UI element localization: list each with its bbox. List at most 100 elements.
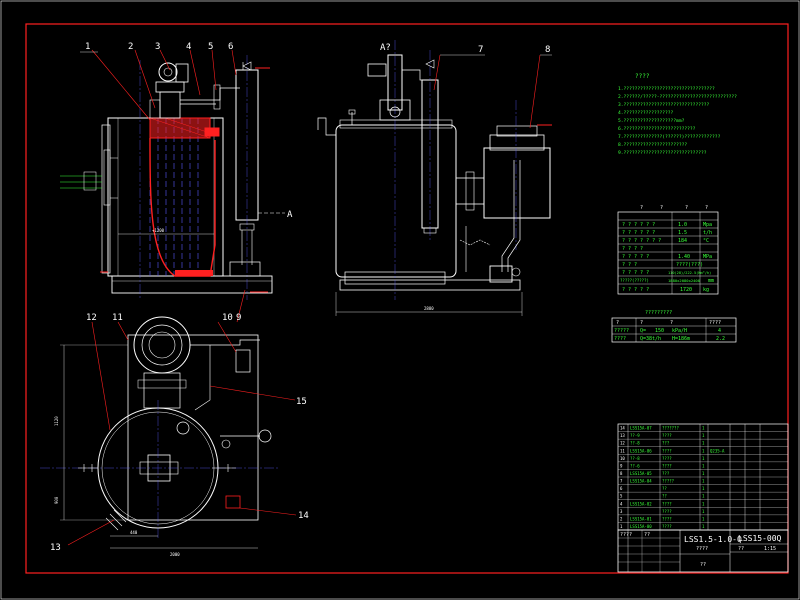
parts-cell: 1 [702,516,705,521]
parts-cell: LSS15A-01 [630,516,652,521]
parts-cell: ??-8 [630,456,640,461]
parts-cell: LSS15A-07 [630,426,652,431]
dim-440: 440 [130,530,138,535]
side-port-labels [60,171,102,191]
note-line-9: 9.?????????????????????????????? [618,150,707,156]
svg-text:????(???): ????(???) [676,262,703,268]
note-line-5: 5.???????????????????mm? [618,118,685,124]
note-line-1: 1.????????????????????????????????? [618,86,715,92]
svg-text:kg: kg [703,287,709,293]
svg-text:?: ? [685,205,688,211]
drawing-number: LSS15-00Q [738,534,782,543]
parts-index: 10 [620,456,625,461]
parts-cell: ??-6 [630,463,640,468]
title-block: LSS1.5-1.0-Q ???? ?? LSS15-00Q 1:15 ?? ?… [617,529,789,573]
svg-text:????: ???? [709,320,721,326]
parts-cell: ???? [662,509,672,514]
parts-cell: Q235-A [710,448,725,453]
callout-8: 8 [545,45,550,55]
parts-cell: 1 [702,441,705,446]
elevation-label: +1200 [152,228,165,233]
note-line-3: 3.??????????????????????????????? [618,102,710,108]
parts-cell: ??-8 [630,441,640,446]
parts-cell: LSS15A-00 [630,524,652,529]
parts-cell: 1 [702,486,705,491]
drawing-subtitle: ???? [696,546,708,552]
svg-text:4: 4 [718,328,721,334]
svg-text:? ? ? ? ?: ? ? ? ? ? [622,287,649,293]
svg-text:? ? ? ? ? ?: ? ? ? ? ? ? [622,222,655,228]
notes-title: ???? [635,73,650,80]
svg-text:1.40: 1.40 [678,254,690,260]
svg-text:184: 184 [678,238,687,244]
parts-cell: LSS15A-06 [630,448,652,453]
parts-cell: ????? [662,479,675,484]
scale-value: 1:15 [764,546,776,552]
company-name: ?? [700,562,706,568]
parts-cell: 1 [702,501,705,506]
dim-2880: 2880 [424,306,434,311]
svg-text:mm: mm [708,278,714,284]
parts-index: 5 [620,494,623,499]
svg-text:?: ? [616,320,619,326]
svg-text:H=186m: H=186m [672,336,690,342]
svg-text:? ? ? ? ? ?: ? ? ? ? ? ? [622,230,655,236]
note-line-8: 8.??????????????????????? [618,142,687,148]
svg-text:? ? ? ? ? ? ?: ? ? ? ? ? ? ? [622,238,661,244]
parts-cell: 1 [702,463,705,468]
callout-11: 11 [112,313,123,323]
svg-text:? ? ?: ? ? ? [622,262,637,268]
parts-index: 14 [620,426,625,431]
front-callouts: 1 2 3 4 5 6 [80,42,237,121]
plan-chimney-outer [133,316,191,374]
title-small-b: ?? [644,532,650,538]
feed-pump [489,265,513,283]
parts-index: 2 [620,516,623,521]
callout-12: 12 [86,313,97,323]
inner-border [25,23,789,574]
parts-cell: ???? [662,501,672,506]
parts-cell: ??-9 [630,433,640,438]
svg-text:1.5: 1.5 [678,230,687,236]
callout-1: 1 [85,42,90,52]
parts-cell: ???? [662,433,672,438]
dim-900: 900 [54,496,59,504]
burner-fan [158,62,178,82]
callout-14: 14 [298,511,309,521]
front-shell [107,117,224,277]
side-base [339,279,521,291]
callout-7: 7 [478,45,483,55]
svg-text:°C: °C [703,238,709,244]
svg-text:1720: 1720 [680,287,692,293]
callout-a-top: A? [380,43,391,53]
callout-6: 6 [228,42,233,52]
svg-text:? ? ? ?: ? ? ? ? [622,246,643,252]
callout-9: 9 [236,313,241,323]
parts-cell: LSS15A-02 [630,501,652,506]
front-base [111,275,273,294]
svg-text:Q=: Q= [640,328,646,334]
parts-cell: ??????? [662,426,679,431]
parts-index: 3 [620,509,623,514]
sheet-label: ?? [738,546,744,552]
svg-text:Q=38t/h: Q=38t/h [640,336,661,342]
svg-text:150: 150 [655,328,664,334]
parts-cell: ???? [662,524,672,529]
fan-table-title: ????????? [645,310,672,316]
parts-cell: ??? [662,471,670,476]
parts-index: 4 [620,501,623,506]
svg-text:?????: ????? [614,328,629,334]
svg-text:Mpa: Mpa [703,222,712,228]
svg-text:?: ? [670,320,673,326]
svg-text:t/h: t/h [703,230,712,236]
parts-index: 1 [620,524,623,529]
parts-cell: 1 [702,433,705,438]
parts-cell: ?? [662,494,667,499]
svg-text:?: ? [640,205,643,211]
svg-text:? ? ? ? ?: ? ? ? ? ? [622,270,649,276]
parts-index: 7 [620,479,623,484]
parts-cell: 1 [702,509,705,514]
